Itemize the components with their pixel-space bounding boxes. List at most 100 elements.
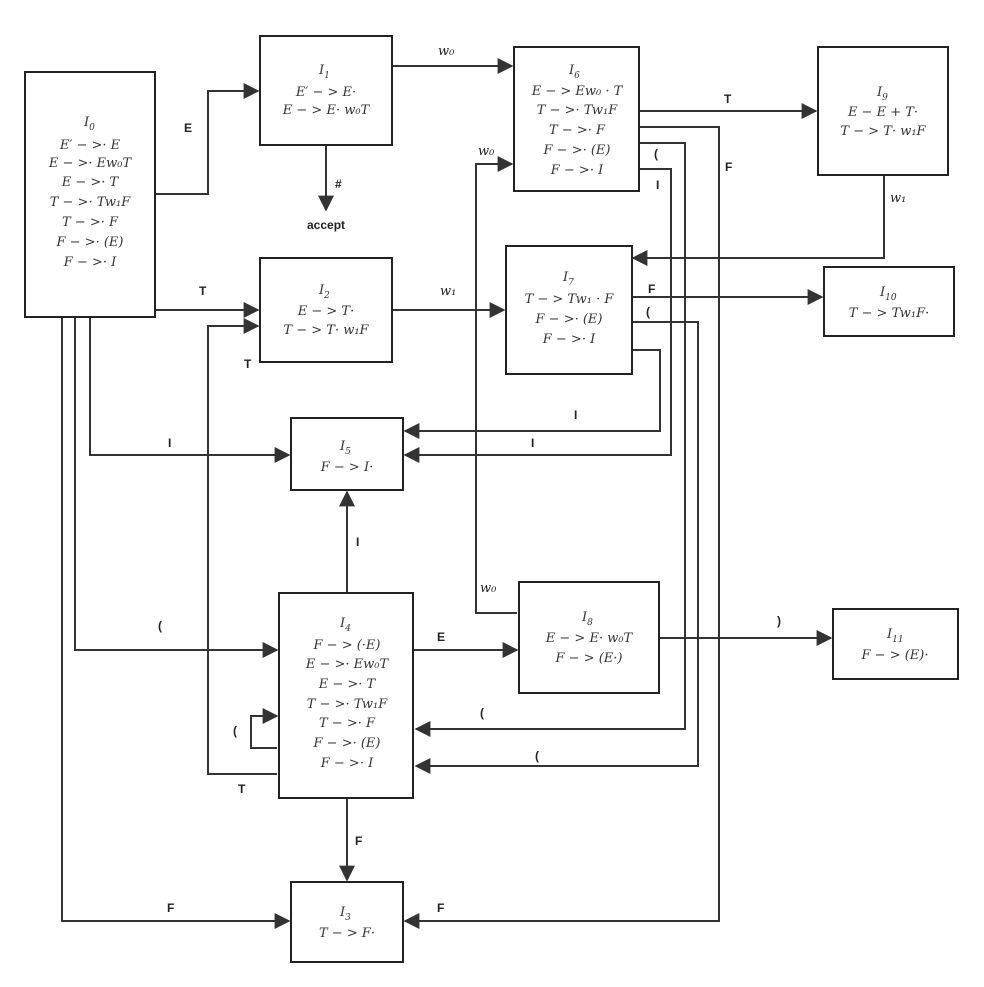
- label-I8-I11: ): [777, 614, 781, 628]
- label-I6-I4-b: (: [480, 706, 484, 720]
- I8-line-1: E − > E· w₀T: [545, 631, 634, 646]
- state-I3: I3 T − > F·: [290, 881, 404, 963]
- label-I0-I3: F: [167, 901, 174, 915]
- I7-line-3: F − >· I: [542, 332, 596, 347]
- label-I6-I5: I: [656, 178, 659, 192]
- state-I7: I7 T − > Tw₁ · F F − >· (E) F − >· I: [505, 245, 633, 375]
- accept-label: accept: [307, 218, 345, 232]
- label-I0-I1: E: [184, 121, 192, 135]
- I6-line-3: T − >· F: [549, 123, 606, 138]
- label-I1-accept: #: [335, 177, 342, 191]
- edge-I0-I1: [155, 83, 260, 195]
- label-I7-I4-b: (: [535, 749, 539, 763]
- edge-I0-I5: [89, 317, 291, 463]
- I9-line-2: T − > T· w₁F: [840, 124, 926, 139]
- label-I7-I10: F: [648, 282, 655, 296]
- I7-line-2: F − >· (E): [535, 312, 603, 327]
- svg-text:I4: I4: [339, 616, 351, 634]
- edge-I7-I5: [403, 349, 661, 439]
- edge-I0-I4: [74, 317, 279, 658]
- label-I0-I5: I: [168, 436, 171, 450]
- label-I4-I5: I: [356, 535, 359, 549]
- label-I6-I9: T: [724, 92, 732, 106]
- state-I9: I9 E − E + T· T − > T· w₁F: [817, 46, 949, 176]
- label-I8-I6: w₀: [480, 581, 497, 596]
- I7-line-1: T − > Tw₁ · F: [525, 292, 615, 307]
- label-I2-I7: w₁: [440, 284, 456, 299]
- state-I6: I6 E − > Ew₀ · T T − >· Tw₁F T − >· F F …: [513, 46, 640, 192]
- state-I0: I0 E′ − >· E E − >· Ew₀T E − >· T T − >·…: [24, 71, 156, 318]
- svg-text:I5: I5: [339, 439, 351, 457]
- svg-text:I10: I10: [879, 285, 897, 303]
- label-I9-I7: w₁: [890, 191, 906, 206]
- label-I0-I2-lower: T: [244, 357, 252, 371]
- svg-text:I2: I2: [318, 283, 330, 301]
- label-I4-I3: F: [355, 834, 362, 848]
- label-I1-I6: w₀: [438, 44, 455, 59]
- svg-text:I6: I6: [568, 63, 580, 81]
- state-I1: I1 E′ − > E· E − > E· w₀T: [259, 35, 393, 146]
- state-I10: I10 T − > Tw₁F·: [823, 266, 955, 337]
- svg-text:I3: I3: [339, 905, 351, 923]
- state-I8: I8 E − > E· w₀T F − > (E·): [518, 581, 660, 694]
- I9-line-1: E − E + T·: [847, 105, 918, 120]
- edge-I6-I4: [414, 142, 686, 737]
- label-I6-I3: F: [725, 160, 732, 174]
- I1-line-2: E − > E· w₀T: [282, 103, 371, 118]
- label-I6-I3-b: F: [437, 901, 444, 915]
- edge-I4-I2: [207, 318, 277, 775]
- svg-text:I1: I1: [318, 63, 330, 81]
- I0-line-3: E − >· T: [61, 175, 120, 190]
- I0-line-5: T − >· F: [62, 215, 119, 230]
- state-I4: I4 F − > (·E) E − >· Ew₀T E − >· T T − >…: [278, 592, 414, 799]
- I10-line-1: T − > Tw₁F·: [849, 306, 930, 321]
- I4-line-2: E − >· Ew₀T: [305, 657, 390, 672]
- I0-line-2: E − >· Ew₀T: [48, 156, 133, 171]
- I11-line-1: F − > (E)·: [861, 648, 929, 663]
- I4-line-5: T − >· F: [319, 716, 376, 731]
- I2-line-1: E − > T·: [297, 304, 354, 319]
- edge-labels: E T I ( F w₀ # accept w₁ T T F ( I w₀ w₁…: [158, 44, 906, 915]
- I4-line-6: F − >· (E): [313, 736, 381, 751]
- I1-line-1: E′ − > E·: [295, 85, 356, 100]
- edge-I8-I6: [475, 156, 517, 614]
- I0-line-1: E′ − >· E: [59, 138, 121, 153]
- state-I11: I11 F − > (E)·: [832, 608, 959, 680]
- label-I7-I5: I: [574, 408, 577, 422]
- edge-I4-self: [250, 708, 279, 749]
- I4-line-7: F − >· I: [320, 756, 374, 771]
- I5-line-1: F − > I·: [320, 460, 373, 475]
- edge-I0-I3: [61, 317, 291, 929]
- I3-line-1: T − > F·: [319, 926, 375, 941]
- I4-line-4: T − >· Tw₁F: [307, 697, 389, 712]
- I6-line-4: F − >· (E): [543, 143, 611, 158]
- edges: [61, 58, 885, 929]
- I6-line-5: F − >· I: [550, 163, 604, 178]
- svg-text:I0: I0: [83, 115, 95, 133]
- I0-line-6: F − >· (E): [56, 235, 124, 250]
- label-I4-self: (: [233, 724, 237, 738]
- edge-I6-I5: [403, 168, 672, 463]
- label-I4-I2: T: [238, 782, 246, 796]
- I8-line-2: F − > (E·): [555, 651, 623, 666]
- I6-line-1: E − > Ew₀ · T: [531, 84, 624, 99]
- label-I0-I4: (: [158, 619, 162, 633]
- label-I0-I2: T: [199, 284, 207, 298]
- label-I6-I5-b: I: [531, 436, 534, 450]
- svg-text:I9: I9: [876, 85, 888, 103]
- I4-line-1: F − > (·E): [313, 638, 381, 653]
- svg-text:I7: I7: [562, 270, 574, 288]
- edge-I6-I3: [403, 126, 720, 929]
- svg-text:I11: I11: [886, 627, 904, 645]
- state-I2: I2 E − > T· T − > T· w₁F: [259, 257, 393, 363]
- I2-line-2: T − > T· w₁F: [283, 323, 369, 338]
- label-I6-w0: w₀: [478, 144, 495, 159]
- edge-I7-I4: [414, 321, 699, 774]
- I0-line-7: F − >· I: [63, 255, 117, 270]
- I6-line-2: T − >· Tw₁F: [537, 103, 619, 118]
- label-I4-I8: E: [437, 630, 445, 644]
- label-I6-I4: (: [654, 147, 658, 161]
- state-I5: I5 F − > I·: [290, 417, 404, 491]
- edge-I9-I7: [631, 176, 885, 266]
